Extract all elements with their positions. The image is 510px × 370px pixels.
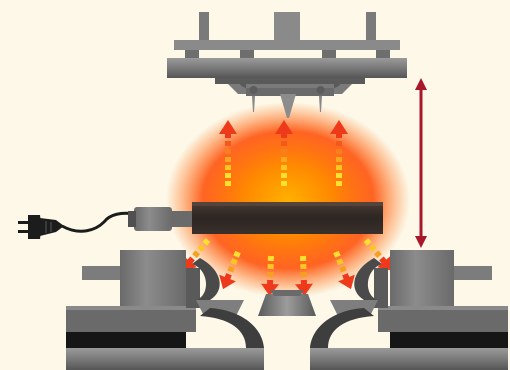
heat-arrow-icon (333, 250, 355, 290)
upper-post-center (274, 12, 300, 42)
upper-die-bottom (246, 88, 334, 96)
upper-platen-lower (215, 78, 365, 84)
upper-post-left (199, 12, 209, 42)
heat-arrows-up (219, 120, 348, 186)
left-arm (200, 308, 264, 348)
right-shaft (452, 266, 492, 280)
power-plug-icon (18, 215, 64, 239)
upper-post-right (366, 12, 376, 42)
base-slab-left (66, 348, 264, 370)
upper-pin-center (280, 94, 296, 118)
upper-pin-cap-left (249, 86, 258, 94)
heat-arrow-icon (261, 255, 280, 296)
left-shaft (82, 266, 122, 280)
right-plate-top (378, 306, 508, 310)
heat-arrow-icon (363, 238, 392, 271)
power-supply (18, 207, 192, 239)
heater-connector-neck (172, 211, 192, 227)
right-arm (310, 308, 374, 348)
heating-plate (192, 202, 383, 234)
heater-connector (134, 207, 172, 231)
upper-die-nub-right (334, 78, 342, 88)
right-bracket (354, 258, 382, 300)
upper-connector-right (376, 50, 390, 60)
upper-crossbar (174, 40, 400, 50)
upper-connector-mid (240, 50, 254, 60)
upper-pin-cap-right (316, 86, 325, 94)
left-plate (66, 306, 196, 332)
left-block (120, 250, 186, 306)
upper-connector-left (185, 50, 199, 60)
upper-tool (167, 12, 407, 118)
left-plate-stem (186, 268, 200, 308)
base-dark-right (390, 330, 508, 348)
right-block (390, 250, 454, 306)
left-plate-top (66, 306, 196, 310)
heat-arrow-icon (219, 120, 237, 186)
left-bracket (192, 258, 220, 300)
upper-platen (167, 58, 407, 78)
base-dark-left (66, 330, 186, 348)
heat-arrow-icon (294, 255, 313, 296)
center-holder-cap (270, 290, 304, 296)
upper-connector-mid2 (322, 50, 336, 60)
heat-arrow-icon (275, 120, 293, 186)
heat-arrow-icon (330, 120, 348, 186)
heating-plate-highlight (192, 202, 383, 206)
right-plate-stem (374, 268, 388, 308)
heater-connector-tip (128, 211, 136, 227)
right-plate (378, 306, 508, 332)
heat-arrow-icon (219, 250, 241, 290)
base-slab-right (310, 348, 508, 370)
distance-indicator (415, 78, 427, 248)
center-holder (258, 294, 316, 316)
lower-fixtures (66, 250, 508, 370)
power-cable (61, 211, 135, 233)
upper-pin-left (252, 96, 255, 112)
upper-die-nub-left (238, 78, 246, 88)
upper-pin-right (319, 96, 322, 112)
